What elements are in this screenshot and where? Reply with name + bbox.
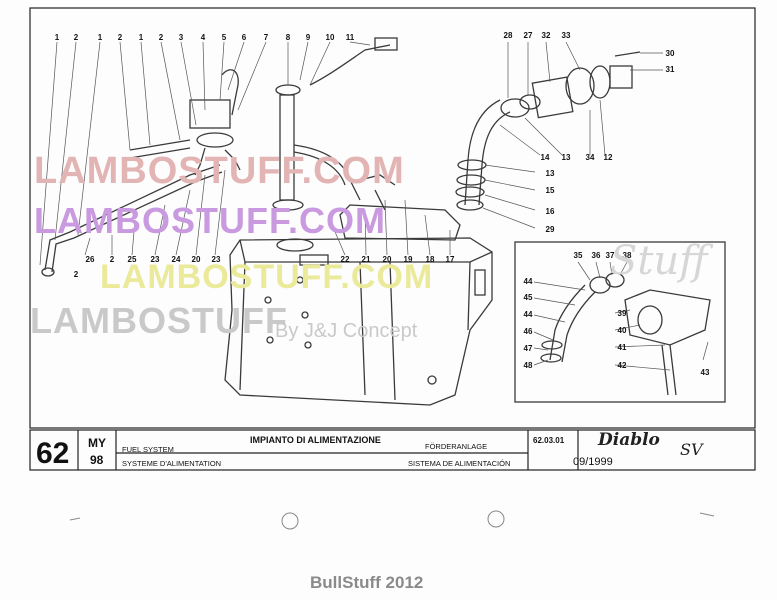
diablo-logo-suffix: SV: [680, 440, 703, 459]
callout-22: 22: [341, 255, 350, 264]
callout-16: 16: [546, 207, 555, 216]
callout-7: 7: [264, 33, 269, 42]
model-year-label: MY: [88, 436, 106, 450]
callout-44: 44: [524, 277, 533, 286]
title-french: SYSTEME D'ALIMENTATION: [122, 459, 222, 468]
callout-26: 26: [86, 255, 95, 264]
callout-2: 2: [74, 270, 79, 279]
callout-23: 23: [151, 255, 160, 264]
callout-1: 1: [55, 33, 60, 42]
callout-19: 19: [404, 255, 413, 264]
callout-42: 42: [618, 361, 627, 370]
callout-24: 24: [172, 255, 181, 264]
callout-35: 35: [574, 251, 583, 260]
callout-2: 2: [159, 33, 164, 42]
callout-32: 32: [542, 31, 551, 40]
title-english: FUEL SYSTEM: [122, 445, 174, 454]
callouts-inset: 35 36 37 38 44 45 44 46 47 48 39 40 41 42 43: [524, 251, 710, 377]
title-german: FÖRDERANLAGE: [425, 442, 488, 451]
drawing-code: 62.03.01: [533, 436, 565, 445]
callout-34: 34: [586, 153, 595, 162]
callout-17: 17: [446, 255, 455, 264]
callout-12: 12: [604, 153, 613, 162]
callout-6: 6: [242, 33, 247, 42]
callouts-top: 1 2 1 2 1 2 3 4 5 6 7 8 9 10 11: [55, 33, 355, 42]
callout-39: 39: [618, 309, 627, 318]
callout-2: 2: [74, 33, 79, 42]
title-italian: IMPIANTO DI ALIMENTAZIONE: [250, 435, 381, 445]
callout-8: 8: [286, 33, 291, 42]
watermark-lambostuff-yellow: LAMBOSTUFF.COM: [100, 258, 434, 296]
callout-15: 15: [546, 186, 555, 195]
watermark-lambostuff-violet: LAMBOSTUFF.COM: [34, 200, 386, 241]
watermark-script: Stuff: [610, 238, 708, 284]
callouts-center: 22 21 20 19 18 17: [341, 255, 455, 264]
callout-20: 20: [192, 255, 201, 264]
callout-23: 23: [212, 255, 221, 264]
callout-5: 5: [222, 33, 227, 42]
fuel-tank: [224, 204, 493, 406]
callout-10: 10: [326, 33, 335, 42]
callout-1: 1: [98, 33, 103, 42]
callout-47: 47: [524, 344, 533, 353]
watermark-lambostuff-pink: LAMBOSTUFF.COM: [34, 150, 405, 192]
callout-40: 40: [618, 326, 627, 335]
callout-41: 41: [618, 343, 627, 352]
callout-18: 18: [426, 255, 435, 264]
inset-detail: [514, 241, 726, 403]
callout-46: 46: [524, 327, 533, 336]
callout-36: 36: [592, 251, 601, 260]
callout-2: 2: [110, 255, 115, 264]
callout-44: 44: [524, 310, 533, 319]
callout-20: 20: [383, 255, 392, 264]
callout-45: 45: [524, 293, 533, 302]
callout-2: 2: [118, 33, 123, 42]
callout-11: 11: [346, 33, 355, 42]
callout-25: 25: [128, 255, 137, 264]
callout-33: 33: [562, 31, 571, 40]
callout-21: 21: [362, 255, 371, 264]
callout-14: 14: [541, 153, 550, 162]
diagram-frame: [29, 7, 756, 471]
watermark-bullstuff: BullStuff 2012: [310, 573, 424, 592]
fuel-pump-assembly: [41, 37, 398, 277]
watermark-lambostuff-grey: LAMBOSTUFF: [30, 300, 288, 341]
diablo-logo: Diablo: [598, 430, 660, 450]
callout-4: 4: [201, 33, 206, 42]
callout-13: 13: [562, 153, 571, 162]
page-number: 62: [36, 437, 70, 470]
revision-date: 09/1999: [573, 456, 613, 468]
callout-28: 28: [504, 31, 513, 40]
callout-1: 1: [139, 33, 144, 42]
leader-lines: [39, 41, 709, 371]
model-year: 98: [90, 453, 104, 467]
callout-9: 9: [306, 33, 311, 42]
callout-38: 38: [623, 251, 632, 260]
callout-48: 48: [524, 361, 533, 370]
callouts-bottom-left: 2 26 2 25 23 24 20 23: [74, 255, 221, 279]
callout-30: 30: [666, 49, 675, 58]
title-spanish: SISTEMA DE ALIMENTACIÓN: [408, 459, 511, 468]
watermark-concept-subtitle: By J&J Concept: [275, 320, 418, 342]
callout-3: 3: [179, 33, 184, 42]
callouts-top-right: 28 27 32 33 30 31 14 13 34 12 13 15 16 29: [504, 31, 675, 234]
page-register-marks: [69, 510, 715, 530]
callout-43: 43: [701, 368, 710, 377]
callout-29: 29: [546, 225, 555, 234]
callout-13: 13: [546, 169, 555, 178]
callout-37: 37: [606, 251, 615, 260]
callout-27: 27: [524, 31, 533, 40]
callout-31: 31: [666, 65, 675, 74]
